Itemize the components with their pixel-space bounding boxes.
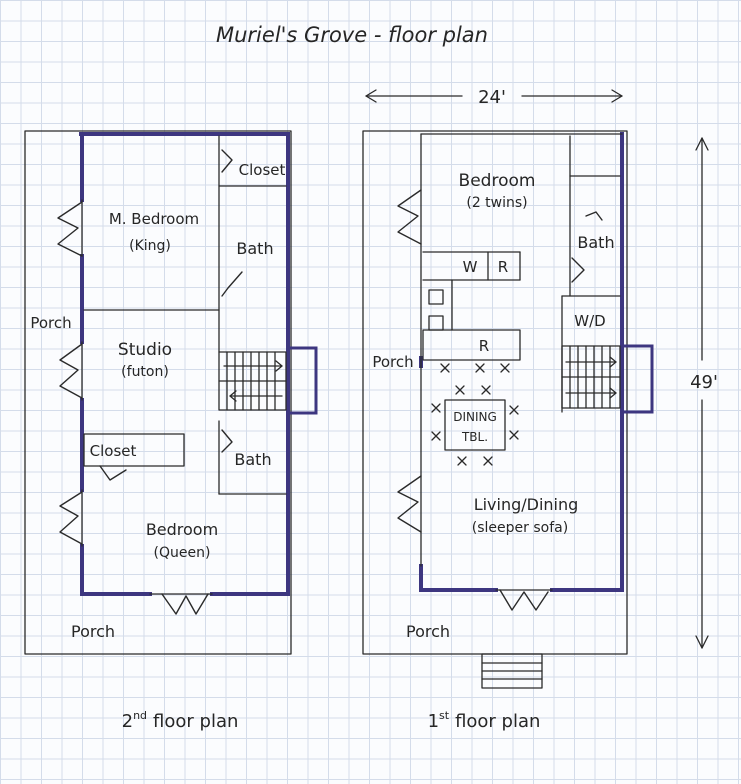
first-floor-front-steps [481, 653, 543, 689]
first-floor-porch-bottom-label: Porch [406, 622, 450, 641]
second-floor-master-bedroom-bed-label: (King) [129, 238, 171, 254]
first-floor-living-label: Living/Dining [474, 495, 579, 514]
second-floor-doors [57, 149, 243, 615]
second-floor-caption-rest: floor plan [153, 711, 238, 732]
first-floor-caption-rest: floor plan [455, 711, 540, 732]
second-floor-bath-bottom-label: Bath [234, 450, 271, 469]
first-floor-caption: 1st floor plan [428, 709, 541, 732]
first-floor-washer-label: W [463, 258, 478, 276]
plan-title: Muriel's Grove - floor plan [216, 23, 488, 47]
first-floor-dining-table-label-2: TBL. [461, 430, 488, 444]
first-floor-dining-chairs [431, 363, 519, 466]
first-floor-bedroom-beds-label: (2 twins) [466, 195, 527, 211]
second-floor-porch-outline [24, 130, 292, 655]
second-floor-porch-bottom-label: Porch [71, 622, 115, 641]
first-floor-porch-side-label: Porch [372, 353, 413, 371]
first-floor-bedroom-label: Bedroom [459, 171, 536, 191]
first-floor-caption-num: 1 [428, 711, 439, 732]
second-floor-porch-side-label: Porch [30, 314, 71, 332]
second-floor-bath-top-label: Bath [236, 239, 273, 258]
first-floor-stair-bumpout [620, 344, 654, 414]
depth-dimension-label: 49' [690, 372, 718, 393]
first-floor-dining-table-label-1: DINING [453, 410, 497, 424]
first-floor-stair-arrows [565, 356, 617, 399]
first-floor-plan: Bedroom (2 twins) Bath W R W/D R Porch D… [362, 130, 654, 732]
second-floor-studio-label: Studio [118, 340, 172, 360]
second-floor-bedroom-bed-label: (Queen) [154, 545, 211, 561]
second-floor-closet-mid-label: Closet [90, 442, 137, 460]
first-floor-thin-walls [420, 133, 623, 591]
second-floor-caption-num: 2 [122, 711, 133, 732]
first-floor-caption-sup: st [439, 709, 450, 722]
first-floor-living-sofa-label: (sleeper sofa) [472, 520, 568, 536]
first-floor-bath-label: Bath [577, 233, 614, 252]
second-floor-studio-bed-label: (futon) [121, 364, 169, 380]
first-floor-washer-dryer-label: W/D [574, 312, 605, 330]
first-floor-range-label: R [498, 258, 508, 276]
first-floor-kitchen-r-label: R [479, 337, 489, 355]
width-dimension-arrow [365, 89, 623, 103]
second-floor-caption: 2nd floor plan [122, 709, 239, 732]
first-floor-doors [397, 189, 603, 611]
second-floor-stair-arrows [223, 360, 283, 402]
width-dimension-label: 24' [478, 87, 506, 108]
first-floor-stairs [561, 345, 621, 409]
second-floor-caption-sup: nd [133, 709, 147, 722]
depth-dimension-arrow [695, 137, 709, 649]
second-floor-thin-walls [81, 199, 213, 595]
second-floor-closet-top-label: Closet [239, 161, 286, 179]
second-floor-bedroom-label: Bedroom [146, 520, 218, 539]
second-floor-master-bedroom-label: M. Bedroom [109, 210, 199, 228]
second-floor-stair-bumpout [286, 346, 318, 415]
second-floor-partitions [83, 135, 287, 495]
second-floor-plan: M. Bedroom (King) Closet Bath Studio (fu… [24, 130, 318, 732]
